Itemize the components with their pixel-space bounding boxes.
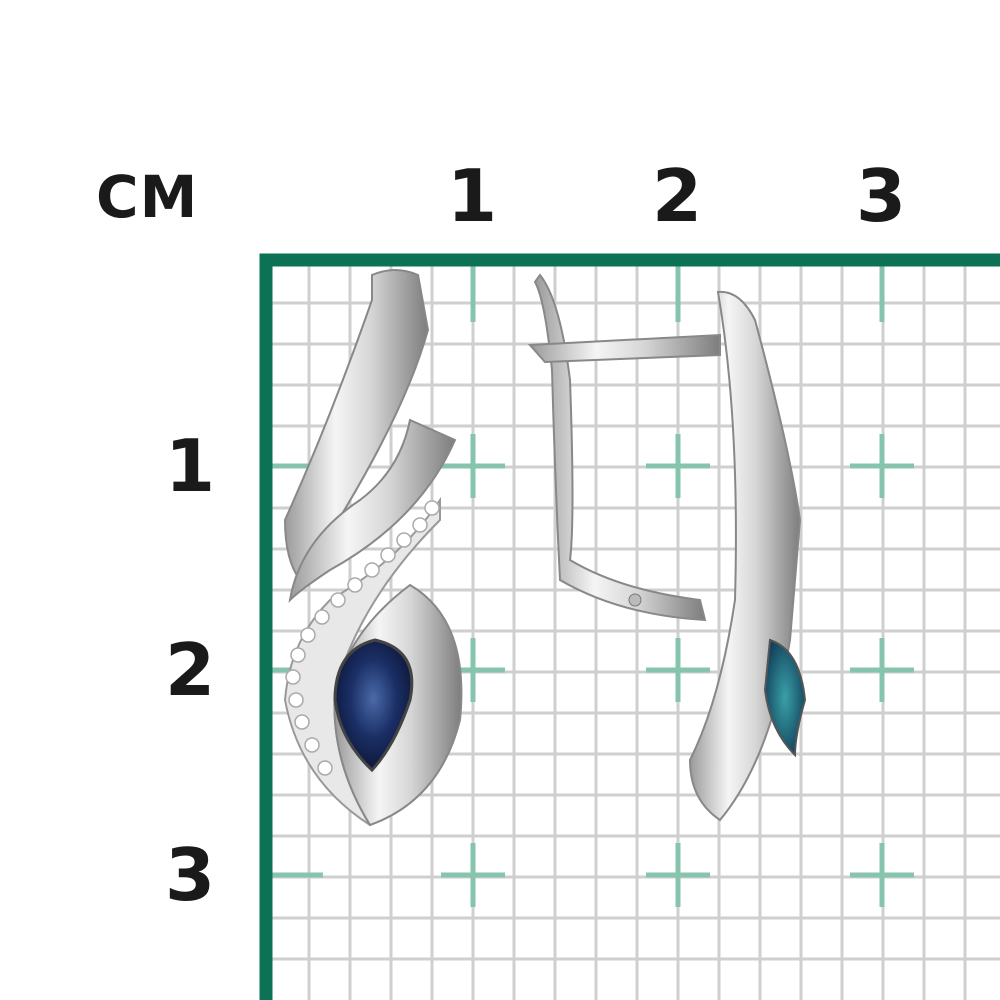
x-tick-label: 3	[855, 154, 907, 238]
y-tick-label: 1	[164, 424, 216, 508]
x-tick-label: 2	[651, 154, 703, 238]
unit-label: CM	[96, 163, 199, 231]
grid-frame	[259, 253, 1000, 1000]
earring-front	[283, 269, 463, 827]
y-tick-label: 3	[164, 833, 216, 917]
x-tick-label: 1	[446, 154, 498, 238]
diamond-row	[285, 500, 440, 776]
y-tick-label: 2	[164, 628, 216, 712]
earring-side	[527, 273, 807, 822]
